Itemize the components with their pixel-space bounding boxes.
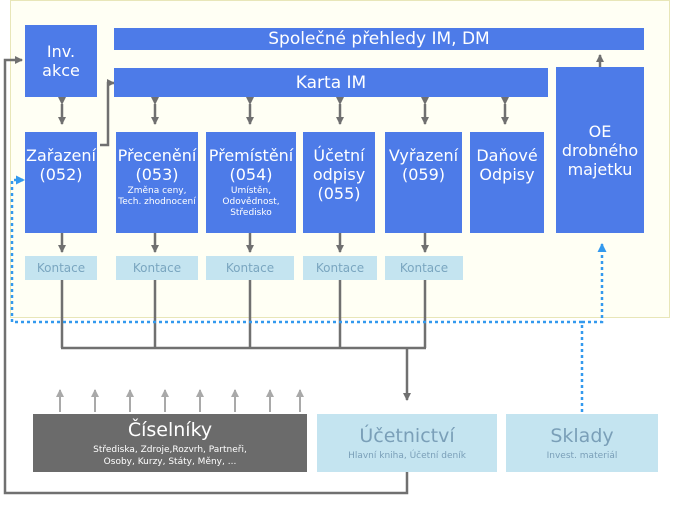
ciselniky-title: Číselníky	[127, 418, 213, 441]
module-title: Účetní odpisy (055)	[312, 146, 366, 203]
module-vyrazeni: Vyřazení (059)	[385, 132, 462, 233]
ciselniky-subtitle: Střediska, Zdroje,Rozvrh, Partneři, Osob…	[93, 444, 247, 467]
shared-overviews-bar: Společné přehledy IM, DM	[114, 28, 644, 50]
module-zarazeni: Zařazení (052)	[25, 132, 97, 233]
sklady-box: Sklady Invest. materiál	[506, 414, 658, 472]
kontace-label: Kontace	[225, 261, 275, 275]
module-title: Přemístění (054)	[208, 146, 294, 184]
module-danove-odpisy: Daňové Odpisy	[470, 132, 544, 233]
module-preceneni: Přecenění (053) Změna ceny, Tech. zhodno…	[116, 132, 198, 233]
oe-label: OE drobného majetku	[561, 121, 639, 179]
inv-akce-box: Inv. akce	[25, 25, 97, 97]
kontace-zarazeni: Kontace	[25, 256, 97, 280]
module-title: Vyřazení (059)	[388, 146, 459, 184]
ucetnictvi-subtitle: Hlavní kniha, Účetní deník	[348, 450, 466, 461]
kontace-ucetni-odpisy: Kontace	[303, 256, 377, 280]
module-ucetni-odpisy: Účetní odpisy (055)	[303, 132, 375, 233]
kontace-label: Kontace	[132, 261, 182, 275]
module-title: Zařazení (052)	[26, 146, 96, 184]
module-title: Daňové Odpisy	[476, 146, 538, 184]
module-title: Přecenění (053)	[117, 146, 197, 184]
kontace-label: Kontace	[315, 261, 365, 275]
kontace-premisteni: Kontace	[206, 256, 294, 280]
kontace-label: Kontace	[36, 261, 86, 275]
module-premisteni: Přemístění (054) Umístěn, Odovědnost, St…	[206, 132, 296, 233]
module-subtitle: Umístěn, Odovědnost, Středisko	[222, 186, 280, 218]
kontace-vyrazeni: Kontace	[385, 256, 463, 280]
kontace-preceneni: Kontace	[116, 256, 198, 280]
kontace-label: Kontace	[399, 261, 449, 275]
module-subtitle: Změna ceny, Tech. zhodnocení	[118, 186, 196, 207]
karta-im-label: Karta IM	[295, 72, 367, 93]
shared-overviews-label: Společné přehledy IM, DM	[268, 29, 490, 49]
oe-drobneho-majetku-box: OE drobného majetku	[556, 67, 644, 233]
ciselniky-box: Číselníky Střediska, Zdroje,Rozvrh, Part…	[33, 414, 307, 472]
sklady-subtitle: Invest. materiál	[546, 450, 618, 461]
sklady-title: Sklady	[550, 424, 614, 447]
ucetnictvi-title: Účetnictví	[359, 424, 455, 447]
inv-akce-label: Inv. akce	[42, 42, 80, 80]
karta-im-bar: Karta IM	[114, 68, 548, 97]
ucetnictvi-box: Účetnictví Hlavní kniha, Účetní deník	[317, 414, 497, 472]
